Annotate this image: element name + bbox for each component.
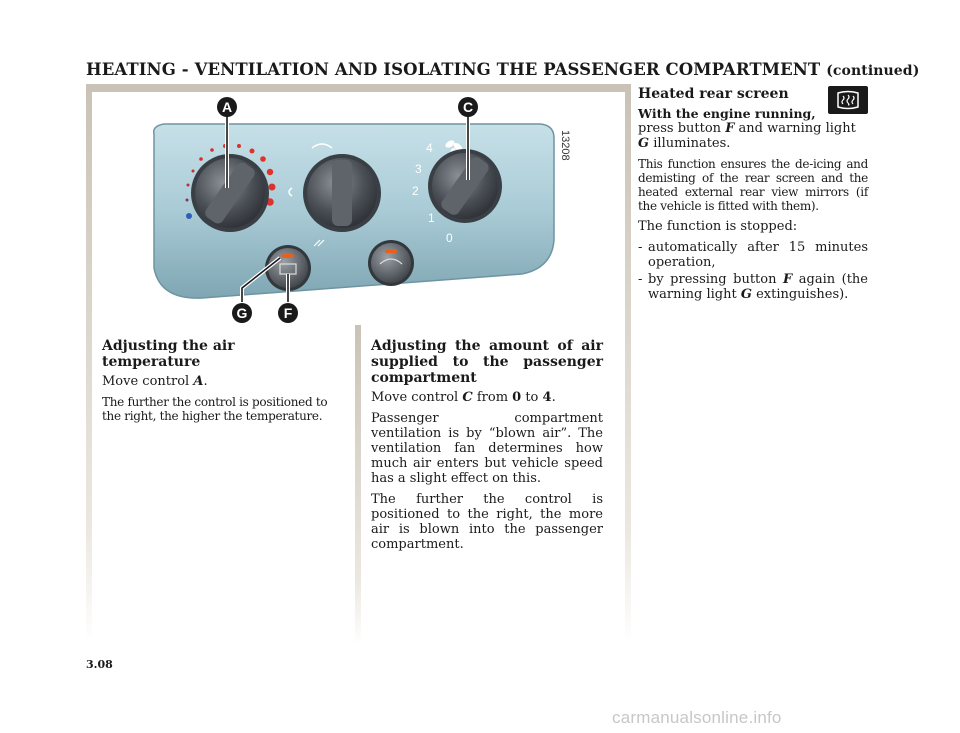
heated-rear-screen-instruction: press button F and warning light G illum…	[638, 121, 856, 151]
warning-light-g	[282, 254, 294, 258]
face-vent-icon	[288, 187, 293, 197]
figure-reference: 13208	[559, 130, 571, 161]
scale-label-4: 4	[426, 141, 433, 155]
air-amount-ventilation: Passenger compartment ventilation is by …	[371, 411, 603, 486]
scale-label-2: 2	[412, 184, 419, 198]
air-temperature-section: Adjusting the air temperature Move contr…	[102, 338, 334, 429]
page-title-text: HEATING - VENTILATION AND ISOLATING THE …	[86, 60, 821, 79]
cold-dot	[186, 213, 192, 219]
air-amount-heading: Adjusting the amount of air supplied to …	[371, 338, 603, 386]
title-rule	[86, 84, 631, 92]
page-title: HEATING - VENTILATION AND ISOLATING THE …	[86, 60, 919, 79]
scale-dot	[210, 148, 214, 152]
scale-dot	[266, 168, 274, 176]
fan-knob-c	[428, 149, 502, 223]
heated-rear-screen-heading: Heated rear screen	[638, 86, 789, 102]
scale-dot	[260, 156, 266, 162]
defrost-icon	[311, 143, 333, 149]
callout-f: F	[278, 303, 298, 323]
page-number: 3.08	[86, 658, 113, 671]
distribution-knob	[288, 143, 381, 247]
scale-dot	[268, 183, 276, 191]
recirculation-light	[385, 249, 397, 253]
callout-a: A	[217, 97, 237, 117]
svg-text:C: C	[463, 99, 473, 115]
list-item: -automatically after 15 minutes operatio…	[638, 240, 868, 270]
air-amount-section: Adjusting the amount of air supplied to …	[371, 338, 603, 558]
leader-line-g	[241, 257, 281, 302]
list-item: -by pressing button F again (the warning…	[638, 272, 868, 302]
svg-text:G: G	[237, 305, 248, 321]
function-stopped-label: The function is stopped:	[638, 219, 798, 234]
scale-dot	[191, 169, 195, 173]
callout-c: C	[458, 97, 478, 117]
heated-rear-screen-function: This function ensures the de-icing and d…	[638, 157, 868, 213]
stop-conditions-list: -automatically after 15 minutes operatio…	[638, 240, 868, 302]
recirculation-button	[368, 240, 414, 286]
watermark: carmanualsonline.info	[612, 708, 782, 727]
middle-column-bar	[355, 325, 361, 645]
scale-dot	[186, 183, 190, 187]
heating-control-panel-figure: 4 3 2 1 0	[92, 92, 625, 325]
footwell-icon	[313, 239, 325, 247]
air-temperature-explanation: The further the control is positioned to…	[102, 395, 328, 423]
air-amount-explanation: The further the control is positioned to…	[371, 492, 603, 552]
air-temperature-instruction: Move control A.	[102, 374, 208, 389]
callout-g: G	[232, 303, 252, 323]
scale-label-3: 3	[415, 162, 422, 176]
continued-label: (continued)	[826, 63, 920, 79]
air-temperature-heading: Adjusting the air temperature	[102, 338, 235, 370]
scale-dot	[237, 144, 241, 148]
air-amount-instruction: Move control C from 0 to 4.	[371, 390, 556, 405]
recirculation-icon	[379, 258, 403, 265]
scale-dot	[199, 157, 203, 161]
left-column-bar	[86, 84, 92, 644]
scale-label-1: 1	[428, 211, 435, 225]
scale-label-0: 0	[446, 231, 453, 245]
right-column-bar	[625, 84, 631, 644]
heated-rear-screen-section: Heated rear screen With the engine runni…	[638, 86, 868, 304]
svg-text:A: A	[222, 99, 232, 115]
scale-dot	[249, 148, 255, 154]
scale-dot	[185, 198, 189, 202]
svg-text:F: F	[284, 305, 293, 321]
heated-rear-screen-icon	[828, 86, 868, 114]
control-panel-illustration: 4 3 2 1 0	[152, 97, 571, 323]
engine-running-note: With the engine running,	[638, 106, 816, 121]
temperature-knob-a	[191, 154, 269, 232]
